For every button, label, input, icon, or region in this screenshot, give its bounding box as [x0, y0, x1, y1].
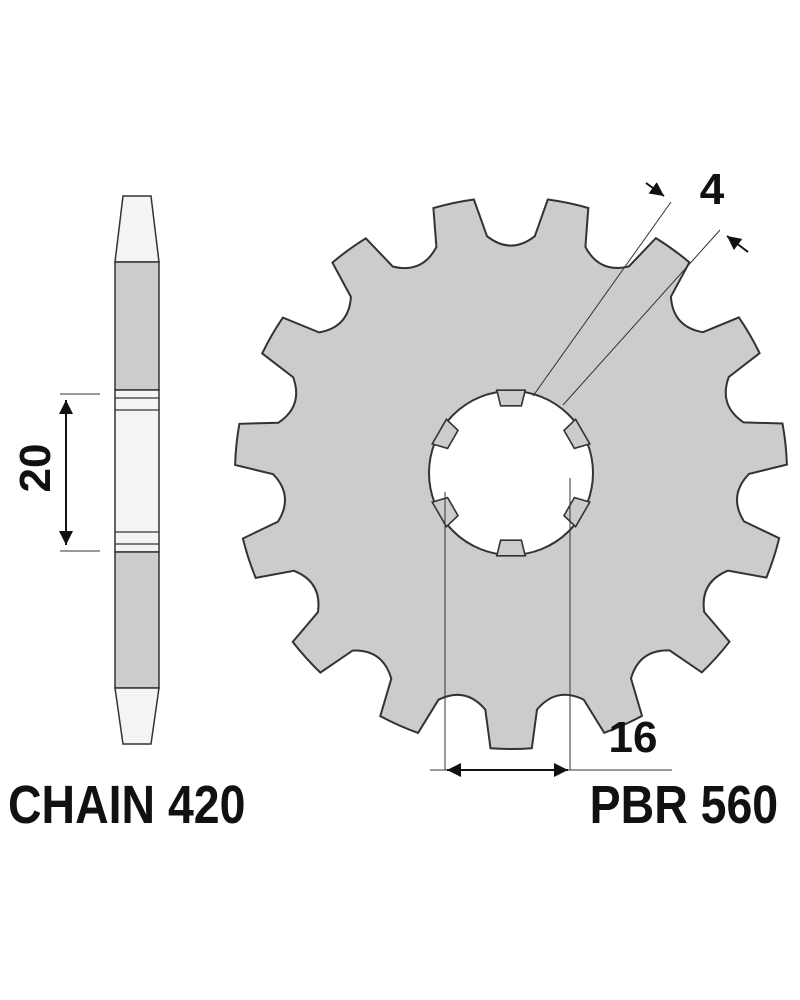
spline-lug — [430, 418, 460, 450]
spline-diameter-dimension: 16 — [430, 478, 672, 777]
tooth-thickness-value: 4 — [700, 165, 725, 214]
side-lower-body — [114, 551, 160, 689]
spline-lug — [495, 539, 527, 557]
side-hub — [114, 389, 160, 553]
side-profile — [114, 195, 160, 745]
tooth-thickness-dimension: 4 — [532, 165, 749, 406]
hub-width-value: 20 — [11, 444, 60, 493]
side-bottom-tip — [114, 687, 160, 745]
spline-diameter-value: 16 — [609, 713, 658, 762]
side-upper-body — [114, 261, 160, 391]
chain-size-label: CHAIN 420 — [8, 775, 246, 835]
spline-lug — [562, 418, 592, 450]
spline-lugs — [430, 389, 592, 557]
hub-width-dimension: 20 — [11, 393, 100, 552]
spline-lug — [495, 389, 527, 407]
part-number-label: PBR 560 — [589, 775, 778, 835]
sprocket-body — [234, 198, 788, 750]
side-top-tip — [114, 195, 160, 263]
sprocket-front-view — [234, 198, 788, 750]
